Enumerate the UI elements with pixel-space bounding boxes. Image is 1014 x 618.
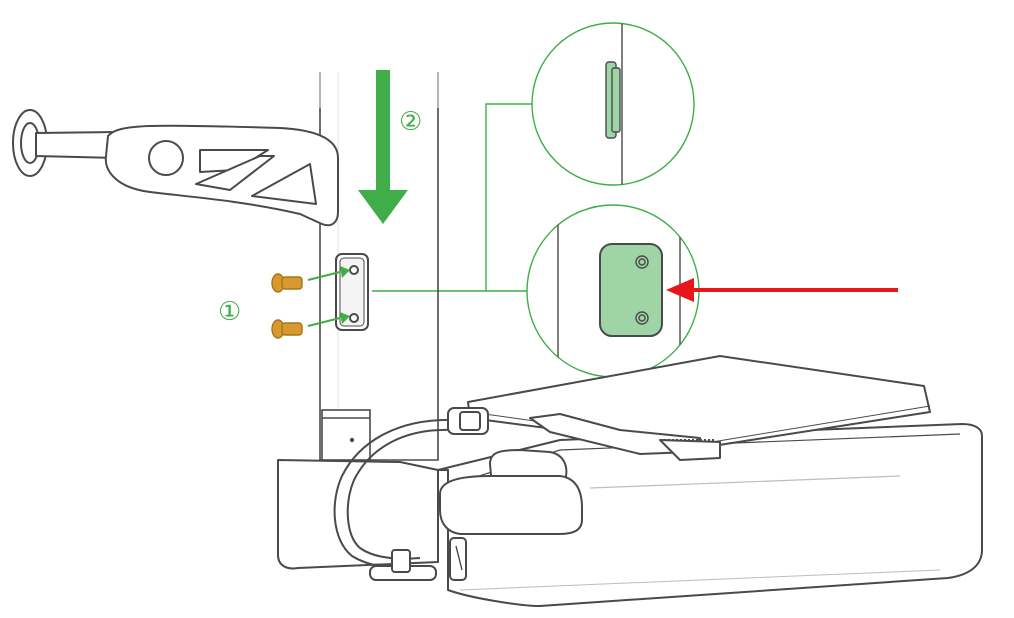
printer-base xyxy=(277,423,983,607)
zoom-callout-icon xyxy=(531,22,695,186)
cable-plug xyxy=(369,407,489,581)
arrow-down-icon xyxy=(358,70,408,224)
arrow-left-icon xyxy=(666,278,898,302)
step-2-label: ② xyxy=(399,107,422,137)
insert-arrows xyxy=(307,266,350,327)
spool-holder-icon xyxy=(12,109,339,227)
screw-icon xyxy=(271,273,303,293)
mount-plate-icon xyxy=(335,253,369,331)
screw-icon xyxy=(271,319,303,339)
step-1-label: ① xyxy=(218,297,241,327)
